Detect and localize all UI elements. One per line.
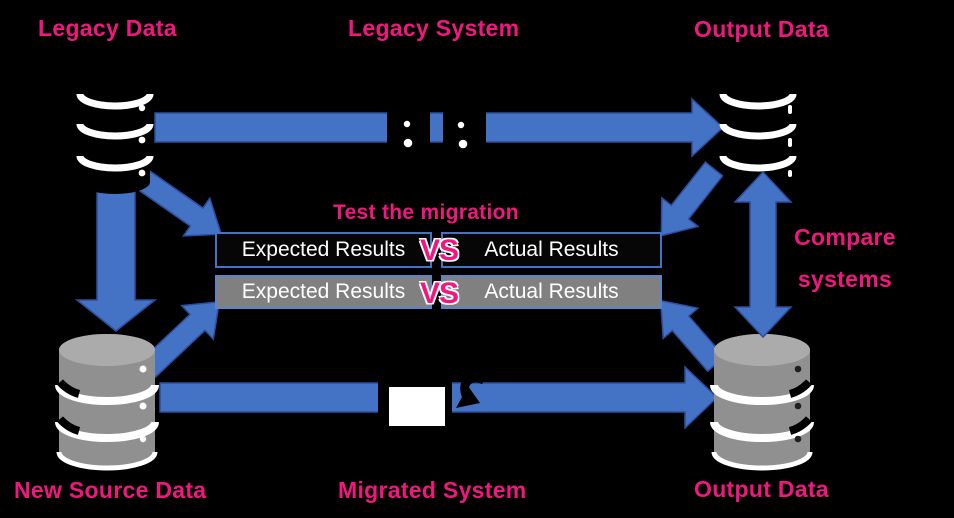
actual-results-box-2: Actual Results: [441, 275, 662, 309]
monitor-icon: [378, 374, 452, 432]
label-compare-line1: Compare: [794, 224, 896, 250]
arrow-legacy-to-output: [154, 97, 725, 158]
label-test-the-migration: Test the migration: [333, 201, 519, 224]
label-legacy-system: Legacy System: [348, 15, 520, 41]
arrow-outputtop-to-actual1: [660, 161, 724, 237]
arrow-legacy-to-newsource: [74, 187, 158, 332]
label-output-data-top: Output Data: [694, 16, 829, 42]
new-source-database-icon: [55, 334, 159, 471]
refresh-arrow-icon: [456, 373, 486, 408]
actual-results-text-1: Actual Results: [484, 238, 619, 261]
actual-results-text-2: Actual Results: [484, 280, 619, 303]
vs-badge-1: VS: [419, 234, 459, 267]
expected-results-text-2: Expected Results: [241, 280, 406, 303]
expected-results-box-2: Expected Results: [215, 275, 432, 309]
arrow-newsource-to-expected2: [139, 300, 221, 379]
label-output-data-bottom: Output Data: [694, 476, 829, 502]
label-legacy-data: Legacy Data: [38, 15, 177, 41]
output-database-bottom-icon: [710, 334, 814, 471]
label-migrated-system: Migrated System: [338, 477, 527, 503]
label-compare-line2: systems: [797, 266, 893, 292]
output-database-top-icon: [719, 82, 797, 194]
actual-results-box-1: Actual Results: [441, 232, 662, 268]
double-headed-arrow-icon: [733, 170, 793, 339]
vs-badge-2: VS: [419, 277, 459, 310]
expected-results-text-1: Expected Results: [241, 238, 406, 261]
expected-results-box-1: Expected Results: [215, 232, 432, 268]
label-new-source-data: New Source Data: [14, 477, 207, 503]
legacy-database-icon: [76, 82, 154, 194]
server-icon: [387, 96, 486, 198]
label-compare-systems: Compare systems: [786, 224, 904, 292]
